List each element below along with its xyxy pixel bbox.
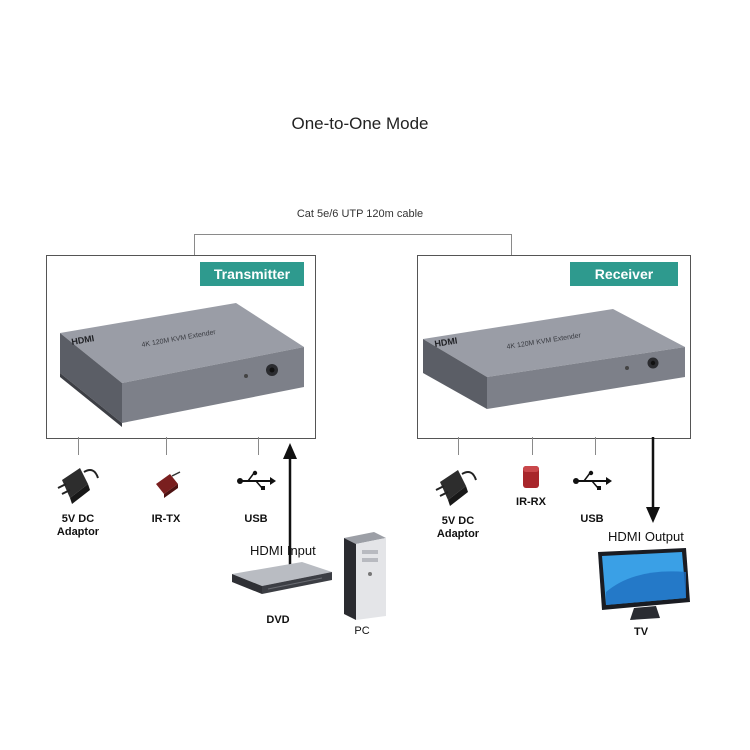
dvd-player-icon xyxy=(232,562,332,594)
hdmi-output-label: HDMI Output xyxy=(608,529,684,544)
ir-transmitter-icon xyxy=(156,471,181,498)
dvd-label: DVD xyxy=(266,614,290,626)
usb-icon xyxy=(573,470,612,490)
cable-label: Cat 5e/6 UTP 120m cable xyxy=(296,208,424,220)
receiver-ir-label: IR-RX xyxy=(516,496,546,508)
transmitter-brand-text: HDMI xyxy=(71,333,95,347)
cable-line-right xyxy=(511,234,512,255)
receiver-usb-label: USB xyxy=(580,513,604,525)
transmitter-device: HDMI 4K 120M KVM Extender xyxy=(60,303,304,427)
cable-line-left xyxy=(194,234,195,255)
receiver-brand-text: HDMI xyxy=(434,336,458,349)
ir-receiver-icon xyxy=(523,466,539,488)
transmitter-adaptor-label: 5V DC Adaptor xyxy=(56,513,100,538)
usb-icon xyxy=(237,470,276,490)
receiver-device: HDMI 4K 120M KVM Extender xyxy=(423,309,685,409)
receiver-adaptor-label: 5V DC Adaptor xyxy=(436,515,480,540)
power-adapter-icon xyxy=(57,468,99,504)
hdmi-output-arrow xyxy=(646,437,660,523)
pc-tower-icon xyxy=(344,532,386,620)
cable-line-top xyxy=(194,234,512,235)
hdmi-input-arrow xyxy=(283,443,297,571)
pc-label: PC xyxy=(354,625,370,637)
tv-icon xyxy=(598,548,690,620)
transmitter-usb-label: USB xyxy=(244,513,268,525)
tv-label: TV xyxy=(633,626,649,638)
hdmi-input-label: HDMI Input xyxy=(250,543,316,558)
power-adapter-icon xyxy=(435,470,477,506)
page-title: One-to-One Mode xyxy=(291,114,429,133)
transmitter-badge: Transmitter xyxy=(200,262,304,286)
receiver-badge: Receiver xyxy=(570,262,678,286)
transmitter-ir-label: IR-TX xyxy=(151,513,181,525)
